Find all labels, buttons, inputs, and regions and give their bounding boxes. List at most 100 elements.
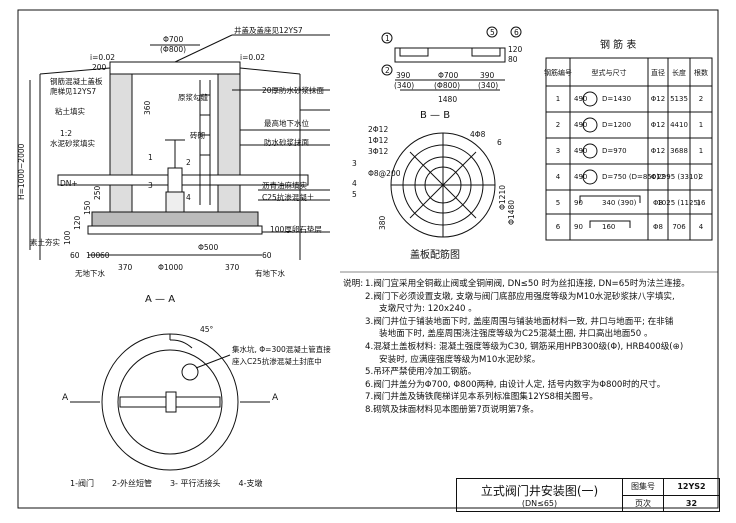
label-no-gw: 无地下水 bbox=[75, 268, 105, 278]
label-n4: 4 bbox=[186, 193, 191, 202]
note-text: 4.混凝土盖板材料: 混凝土强度等级为C30, 钢筋采用HPB300级(Φ), … bbox=[365, 341, 684, 352]
rebar-table-cell: Φ12 bbox=[651, 173, 665, 181]
inner-wall-circle bbox=[117, 349, 223, 455]
label-dim-150: 150 bbox=[83, 200, 92, 215]
note-index: 4. bbox=[365, 341, 374, 352]
note-index: 3. bbox=[365, 316, 374, 327]
label-dim-250: 250 bbox=[93, 185, 102, 200]
note-text: 2.阀门下必须设置支墩, 支墩与阀门底部应用强度等级为M10水泥砂浆抹八字填实, bbox=[365, 291, 675, 302]
note-number bbox=[343, 391, 365, 404]
rebar-r1: 1Φ12 bbox=[368, 136, 388, 145]
label-dim-60b: 60 bbox=[100, 251, 110, 260]
note-item: 5.吊环严禁使用冷加工钢筋。 bbox=[343, 366, 718, 379]
rebar-table-cell: D=750 (D=850) bbox=[602, 173, 659, 181]
note-number bbox=[343, 316, 365, 329]
note-text: 3.阀门井位于铺装地面下时, 盖座周围与铺装地面材料一致, 井口与地面平; 在非… bbox=[365, 316, 674, 327]
label-dim-100b: 100 bbox=[86, 251, 101, 260]
rebar-table-cell: 490 bbox=[574, 173, 587, 181]
legend-item: 2-外丝短管 bbox=[111, 479, 152, 488]
label-mortar2: 水泥砂浆填实 bbox=[50, 138, 95, 148]
cover-d700: Φ700 bbox=[438, 71, 458, 80]
rebar-lbl-3: 3 bbox=[352, 159, 357, 168]
drawing-title: 立式阀门井安装图(一) bbox=[480, 484, 599, 498]
cover-d390a: 390 bbox=[396, 71, 411, 80]
note-continuation: 支墩尺寸为: 120x240 。 bbox=[379, 304, 477, 315]
cover-n1: 1 bbox=[385, 34, 390, 43]
rebar-table-cell: 3 bbox=[556, 147, 560, 155]
rebar-table-cell: Φ8 bbox=[653, 199, 663, 207]
cover-plan bbox=[381, 26, 522, 238]
page-label: 页次 bbox=[623, 495, 664, 511]
rebar-table-cell: 340 (390) bbox=[602, 199, 637, 207]
pipe bbox=[57, 174, 309, 186]
section-labels: 井盖及盖座见12YS7 i=0.02 i=0.02 Φ700 (Φ800) 钢筋… bbox=[17, 25, 325, 278]
label-dim-120: 120 bbox=[73, 215, 82, 230]
callout-6 bbox=[510, 26, 522, 38]
valve bbox=[167, 167, 183, 193]
rebar-table-cell: Φ12 bbox=[651, 147, 665, 155]
rebar-table-header: 长度 bbox=[672, 68, 686, 77]
notes: 说明:1.阀门宜采用全铜截止阀或全铜闸阀, DN≤50 时为丝扣连接, DN=6… bbox=[343, 278, 718, 417]
rebar-r2: 2Φ12 bbox=[368, 125, 388, 134]
note-number bbox=[343, 366, 365, 379]
label-d370a: 370 bbox=[118, 263, 133, 272]
label-d700: Φ700 bbox=[163, 35, 183, 44]
support bbox=[165, 191, 185, 213]
label-dim-60c: 60 bbox=[262, 251, 272, 260]
label-clay-fill: 粘土填实 bbox=[55, 106, 85, 116]
rebar-r3: 3Φ12 bbox=[368, 147, 388, 156]
label-ladder-ref: 爬梯见12YS7 bbox=[50, 86, 96, 96]
section-mark-a-left: A bbox=[62, 393, 69, 403]
lifting-lug-right bbox=[471, 47, 501, 57]
note-text: 8.砌筑及抹面材料见本图册第7页说明第7条。 bbox=[365, 404, 539, 415]
plan-view bbox=[70, 333, 270, 471]
title-block: 立式阀门井安装图(一) (DN≤65) 图集号 12YS2 页次 32 bbox=[456, 478, 720, 512]
label-d370b: 370 bbox=[225, 263, 240, 272]
label-dim-60: 60 bbox=[70, 251, 80, 260]
label-joint: 原浆勾缝 bbox=[178, 92, 208, 102]
rebar-table-cell: 490 bbox=[574, 121, 587, 129]
label-c25: C25抗渗混凝土 bbox=[262, 192, 315, 202]
right-wall bbox=[217, 73, 241, 213]
cover-n5: 5 bbox=[490, 28, 495, 37]
legend-item: 3- 平行活接头 bbox=[169, 479, 221, 488]
label-i2: i=0.02 bbox=[240, 53, 265, 62]
label-d1000: Φ1000 bbox=[158, 263, 183, 272]
callout-2 bbox=[381, 64, 393, 76]
label-i1: i=0.02 bbox=[90, 53, 115, 62]
note-continuation: 安装时, 应满座强度等级为M10水泥砂浆。 bbox=[379, 354, 541, 365]
rebar-table-cell: 4 bbox=[699, 223, 704, 231]
rebar-plan-title: 盖板配筋图 bbox=[410, 248, 460, 261]
note-number bbox=[343, 341, 365, 354]
cover-d1480: 1480 bbox=[438, 95, 457, 104]
note-index: 8. bbox=[365, 404, 374, 415]
rebar-table-cell: 90 bbox=[574, 199, 583, 207]
label-gravel: 100厚卵石垫层 bbox=[270, 224, 322, 234]
cover-d120: 120 bbox=[508, 45, 523, 54]
atlas-value: 12YS2 bbox=[677, 482, 706, 492]
label-n1: 1 bbox=[148, 153, 153, 162]
label-dim-360: 360 bbox=[143, 100, 152, 115]
label-plaster20: 20厚防水砂浆抹面 bbox=[262, 85, 325, 95]
rebar-table-cell: 490 bbox=[574, 95, 587, 103]
rebar-table-cell: 6 bbox=[556, 223, 561, 231]
label-asphalt: 沥青油麻填实 bbox=[262, 180, 307, 190]
cover-d390b: 390 bbox=[480, 71, 495, 80]
rebar-d1210: Φ1210 bbox=[498, 185, 507, 210]
plan-angle: 45° bbox=[200, 325, 214, 334]
label-d800: (Φ800) bbox=[160, 45, 186, 54]
rebar-table-cell: 90 bbox=[574, 223, 583, 231]
note-item: 7.阀门井盖及铸铁爬梯详见本系列标准图集12YS8相关图号。 bbox=[343, 391, 718, 404]
note-number bbox=[343, 404, 365, 417]
cover-d340a: (340) bbox=[394, 81, 414, 90]
rebar-table-cell: 1 bbox=[699, 147, 703, 155]
note-text: 1.阀门宜采用全铜截止阀或全铜闸阀, DN≤50 时为丝扣连接, DN=65时为… bbox=[365, 279, 690, 289]
rebar-table-cell: 16 bbox=[697, 199, 706, 207]
label-d500: Φ500 bbox=[198, 243, 218, 252]
rebar-table-header: 钢筋编号 bbox=[544, 68, 572, 77]
cover-slab bbox=[109, 61, 241, 75]
label-mortar: 1:2 bbox=[60, 129, 72, 138]
cover-d80: 80 bbox=[508, 55, 518, 64]
rebar-table-cell: 2 bbox=[699, 173, 703, 181]
